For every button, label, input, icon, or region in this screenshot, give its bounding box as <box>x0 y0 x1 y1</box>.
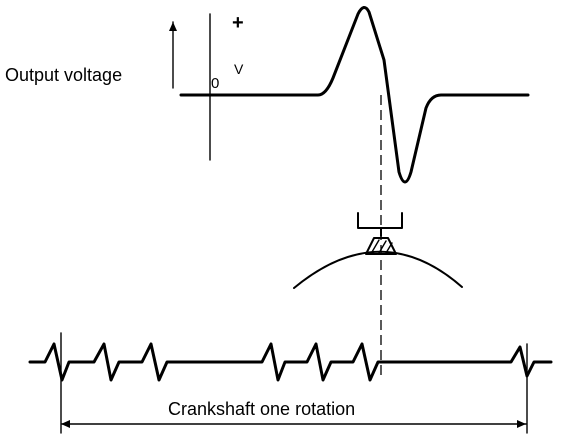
volt-unit-label: V <box>234 61 244 77</box>
zero-label: 0 <box>211 75 219 92</box>
voltage-graph <box>169 6 530 184</box>
voltage-waveform <box>179 6 530 184</box>
pickup-sensor <box>293 212 463 289</box>
dimension-label: Crankshaft one rotation <box>168 399 355 419</box>
sensor-bracket <box>357 212 403 229</box>
rotor-arc <box>293 250 463 289</box>
y-axis-label: Output voltage <box>5 65 122 85</box>
sensor-tooth-hatch-1 <box>371 239 380 253</box>
plus-sign: + <box>232 12 244 34</box>
crankshaft-pulse-waveform <box>28 342 553 382</box>
sensor-tooth <box>365 237 397 255</box>
